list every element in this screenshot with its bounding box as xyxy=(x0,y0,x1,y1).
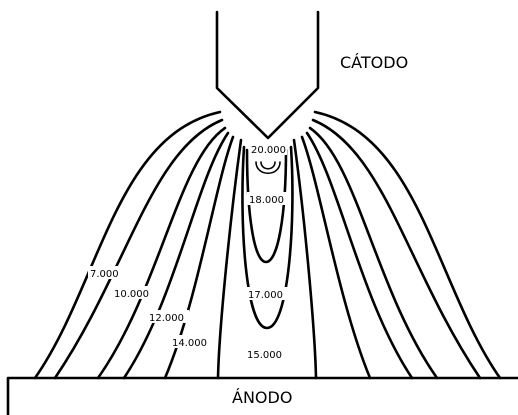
isotherm-15000 xyxy=(216,138,318,380)
isotherm-10000-left xyxy=(53,118,224,380)
isotherm-label-15000: 15.000 xyxy=(247,350,282,361)
cathode-electrode xyxy=(215,10,320,140)
anode-plate xyxy=(6,376,518,415)
isotherm-7000-left xyxy=(33,110,222,380)
isotherm-label-10000: 10.000 xyxy=(114,289,149,300)
isotherm-13000-right xyxy=(305,131,414,380)
isotherm-20000-cup-inner xyxy=(260,161,276,170)
isotherm-7000-right xyxy=(313,110,502,380)
anode-label: ÁNODO xyxy=(232,388,292,407)
isotherm-14000-right xyxy=(300,135,372,380)
isotherm-label-20000: 20.000 xyxy=(251,145,286,156)
isotherm-label-18000: 18.000 xyxy=(249,195,284,206)
isotherm-12000-right xyxy=(308,126,439,380)
isotherm-label-14000: 14.000 xyxy=(172,338,207,349)
isotherm-12000-left xyxy=(96,126,227,380)
isotherm-label-7000: 7.000 xyxy=(90,269,119,280)
isotherm-label-17000: 17.000 xyxy=(248,290,283,301)
isotherm-10000-right xyxy=(311,118,482,380)
isotherm-13000-left xyxy=(122,131,230,380)
cathode-label: CÁTODO xyxy=(340,53,408,72)
isotherm-17000 xyxy=(241,145,294,330)
isotherm-label-12000: 12.000 xyxy=(149,313,184,324)
isotherm-18000 xyxy=(245,148,288,264)
isotherm-20000-cup-outer xyxy=(255,161,281,175)
